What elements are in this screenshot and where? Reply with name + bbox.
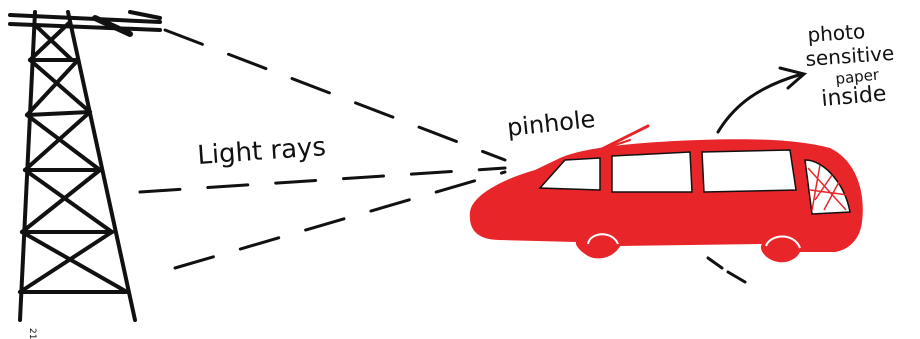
sensitive-label: sensitive	[805, 41, 895, 71]
inside-label: inside	[820, 81, 887, 112]
car-icon	[470, 126, 863, 262]
light-rays-label: Light rays	[196, 132, 326, 171]
pinhole-label: pinhole	[506, 105, 597, 142]
transmission-tower-icon	[10, 12, 160, 320]
ground-marks	[708, 258, 745, 282]
edge-number: 211	[27, 328, 37, 339]
arrow-to-paper	[718, 68, 804, 132]
